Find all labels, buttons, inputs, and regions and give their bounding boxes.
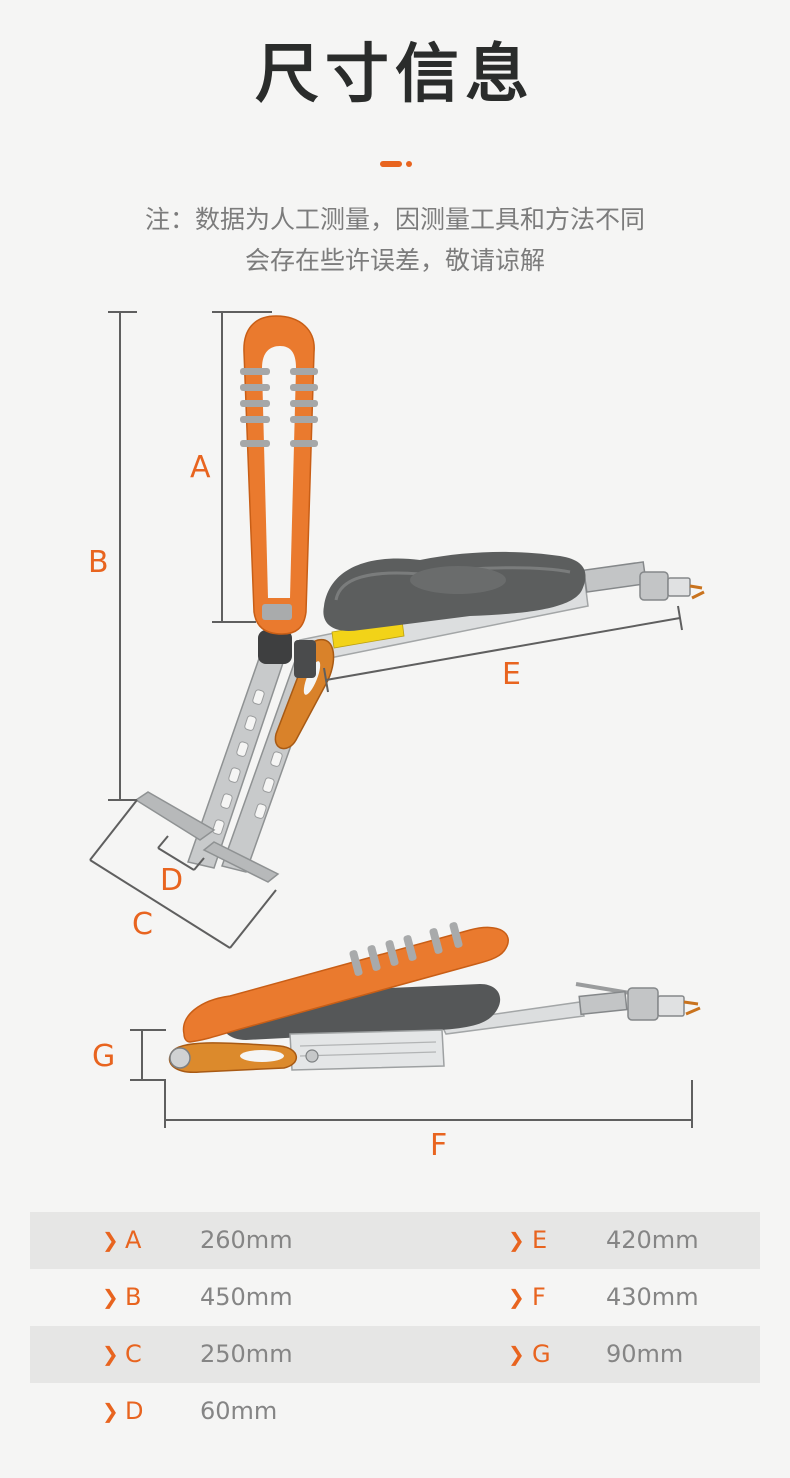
spec-row: ❯ A 260mm ❯ E 420mm [30,1212,760,1269]
spec-row: ❯ D 60mm [30,1383,760,1440]
spec-value: 60mm [200,1397,278,1425]
measurement-note-line-2: 会存在些许误差，敬请谅解 [244,246,545,275]
spec-row: ❯ C 250mm ❯ G 90mm [30,1326,760,1383]
title-accent-divider [380,161,412,167]
folded-seat-illustration [168,922,701,1073]
spec-value: 450mm [200,1283,293,1311]
chevron-right-icon: ❯ [102,1399,119,1423]
spec-key: G [532,1340,551,1368]
chevron-right-icon: ❯ [102,1285,119,1309]
spec-value: 420mm [606,1226,699,1254]
spec-key: E [532,1226,548,1254]
chevron-right-icon: ❯ [102,1342,119,1366]
spec-key: A [125,1226,142,1254]
spec-value: 260mm [200,1226,293,1254]
chevron-right-icon: ❯ [508,1342,525,1366]
dimension-label-a: A [190,450,211,485]
spec-key: B [125,1283,142,1311]
spec-row: ❯ B 450mm ❯ F 430mm [30,1269,760,1326]
dimension-label-c: C [132,907,153,942]
spec-key: D [125,1397,144,1425]
measurement-note-line-1: 注：数据为人工测量，因测量工具和方法不同 [144,205,645,234]
dimension-label-e: E [502,657,521,692]
dimension-label-b: B [88,545,109,580]
spec-value: 90mm [606,1340,684,1368]
spec-key: F [532,1283,546,1311]
page-title: 尺寸信息 [255,38,535,112]
spec-table: ❯ A 260mm ❯ E 420mm ❯ B 450mm ❯ F 430mm … [30,1212,760,1440]
dimension-label-g: G [92,1039,115,1074]
chevron-right-icon: ❯ [508,1228,525,1252]
spec-key: C [125,1340,142,1368]
dimension-label-d: D [160,863,183,898]
product-dimension-drawing: A B C D E F G [88,311,705,1163]
dimension-label-f: F [430,1128,447,1163]
upright-seat-illustration [134,315,705,883]
lower-dimension-lines [130,1029,693,1128]
spec-value: 250mm [200,1340,293,1368]
chevron-right-icon: ❯ [508,1285,525,1309]
spec-value: 430mm [606,1283,699,1311]
accent-bar [380,161,402,167]
upper-dimension-lines [89,311,683,949]
chevron-right-icon: ❯ [102,1228,119,1252]
accent-dot [406,161,412,167]
